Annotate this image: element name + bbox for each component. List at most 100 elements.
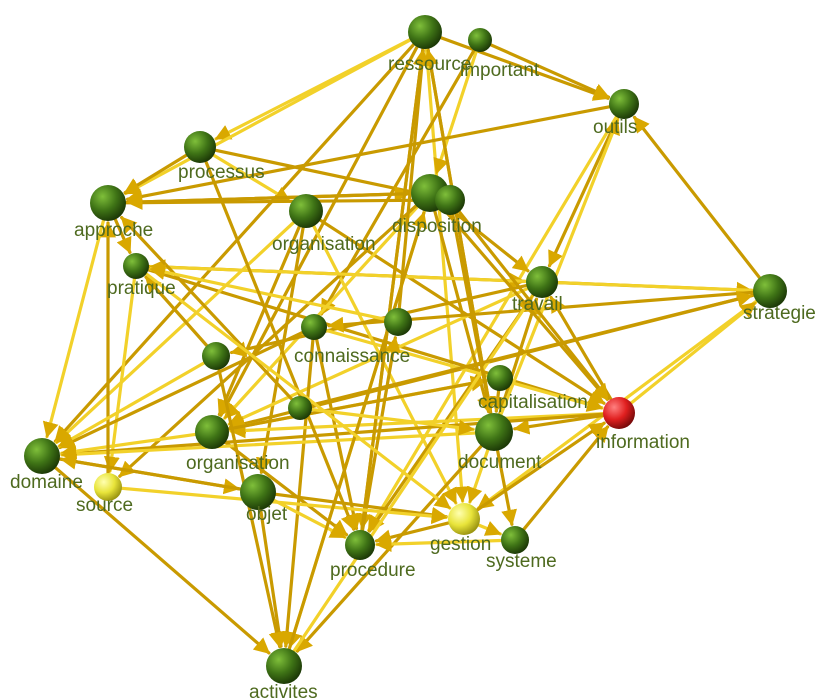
node-outils[interactable] (609, 89, 639, 119)
edge-information-to-domaine (60, 412, 605, 462)
edge-systeme-to-information (522, 425, 610, 531)
node-label-organisation-top[interactable]: organisation (272, 234, 376, 255)
edge-ressource-to-outils (439, 36, 610, 101)
edge-connaissance-to-activites (279, 338, 315, 648)
node-capitalisation[interactable] (487, 365, 513, 391)
edge-important-to-disposition (433, 49, 478, 175)
node-label-domaine[interactable]: domaine (10, 472, 83, 493)
edge-hub-2-to-domaine (57, 361, 206, 448)
node-label-organisation[interactable]: organisation (186, 453, 290, 474)
edge-gestion-to-systeme (477, 521, 502, 536)
node-gestion[interactable] (448, 503, 480, 535)
node-document[interactable] (475, 413, 513, 451)
node-label-procedure[interactable]: procedure (330, 560, 416, 581)
node-label-pratique[interactable]: pratique (107, 278, 176, 299)
node-activites[interactable] (266, 648, 302, 684)
edge-document-to-travail (498, 297, 540, 416)
edge-hub-2-to-pratique (144, 275, 209, 348)
edge-objet-to-gestion (274, 492, 448, 523)
edge-hub-3-to-ressource (397, 49, 430, 310)
node-objet[interactable] (240, 474, 276, 510)
node-hub-3[interactable] (384, 308, 412, 336)
node-label-capitalisation[interactable]: capitalisation (478, 392, 588, 413)
edge-pratique-to-source (103, 277, 136, 473)
edge-capitalisation-to-document (489, 389, 506, 413)
node-organisation[interactable] (195, 415, 229, 449)
edge-source-to-gestion (120, 486, 448, 525)
edge-organisation-top-to-organisation (217, 225, 301, 417)
edges-layer (42, 36, 762, 655)
edge-objet-to-activites (259, 508, 287, 648)
node-organisation-top[interactable] (289, 194, 323, 228)
edge-information-to-strategie (629, 301, 757, 405)
node-label-outils[interactable]: outils (593, 117, 637, 138)
edge-procedure-to-hub-3 (360, 336, 401, 532)
node-label-processus[interactable]: processus (178, 162, 265, 183)
node-label-gestion[interactable]: gestion (430, 534, 491, 555)
edge-ressource-to-domaine (53, 42, 416, 443)
edge-hub-3-to-pratique (149, 264, 386, 321)
node-systeme[interactable] (501, 526, 529, 554)
node-procedure[interactable] (345, 530, 375, 560)
edge-disposition-to-travail (443, 203, 530, 273)
node-approche[interactable] (90, 185, 126, 221)
node-source[interactable] (94, 473, 122, 501)
node-label-source[interactable]: source (76, 495, 133, 516)
edge-organisation-to-capitalisation (227, 375, 487, 431)
edge-important-to-outils (489, 43, 611, 99)
node-label-ressource[interactable]: ressource (388, 54, 471, 75)
node-label-systeme[interactable]: systeme (486, 551, 557, 572)
node-label-objet[interactable]: objet (246, 504, 288, 525)
edge-ressource-to-approche (123, 38, 412, 196)
edge-organisation-to-procedure (223, 440, 349, 537)
edge-systeme-to-procedure (375, 536, 503, 553)
node-label-important[interactable]: important (460, 60, 540, 81)
edge-disposition-to-information (440, 205, 609, 401)
node-ressource[interactable] (408, 15, 442, 49)
node-connaissance[interactable] (301, 314, 327, 340)
edge-outils-to-travail (547, 115, 620, 268)
node-label-connaissance[interactable]: connaissance (294, 346, 410, 367)
node-label-activites[interactable]: activites (249, 682, 318, 700)
node-hub-2[interactable] (202, 342, 230, 370)
node-domaine[interactable] (24, 438, 60, 474)
edge-procedure-to-ressource (360, 49, 429, 532)
edge-processus-to-organisation-top (212, 153, 292, 203)
node-important[interactable] (468, 28, 492, 52)
edge-processus-to-procedure (204, 160, 356, 531)
node-pratique[interactable] (123, 253, 149, 279)
edge-objet-to-domaine (60, 453, 242, 491)
edge-hub-4-to-document (310, 407, 475, 436)
edge-document-to-domaine (60, 431, 477, 463)
edge-hub-4-to-strategie (310, 291, 754, 407)
edge-pratique-to-gestion (144, 272, 452, 510)
edge-connaissance-to-domaine (58, 331, 304, 449)
edge-objet-to-procedure (272, 498, 347, 539)
edge-pratique-to-information (146, 268, 604, 412)
node-label-document[interactable]: document (458, 452, 542, 473)
node-label-approche[interactable]: approche (74, 220, 153, 241)
node-strategie[interactable] (753, 274, 787, 308)
node-label-strategie[interactable]: strategie (743, 303, 816, 324)
node-label-disposition[interactable]: disposition (392, 216, 482, 237)
node-processus[interactable] (184, 131, 216, 163)
edge-strategie-to-outils (632, 115, 762, 280)
node-hub-4[interactable] (288, 396, 312, 420)
edge-organisation-top-to-domaine (55, 221, 296, 444)
edge-information-to-document (513, 413, 605, 435)
node-information[interactable] (603, 397, 635, 429)
edge-domaine-to-activites (53, 466, 271, 655)
node-label-travail[interactable]: travail (512, 294, 563, 315)
edge-document-to-systeme (496, 449, 518, 526)
edge-disposition-to-approche (126, 192, 413, 210)
node-travail[interactable] (526, 266, 558, 298)
edge-organisation-top-to-gestion (312, 224, 458, 505)
edge-disposition-to-source (118, 204, 418, 478)
node-label-information[interactable]: information (596, 432, 690, 453)
nodes-layer (24, 15, 787, 684)
edge-outils-to-procedure (367, 115, 618, 533)
node-hub-1[interactable] (435, 185, 465, 215)
edge-connaissance-to-information (324, 328, 604, 412)
